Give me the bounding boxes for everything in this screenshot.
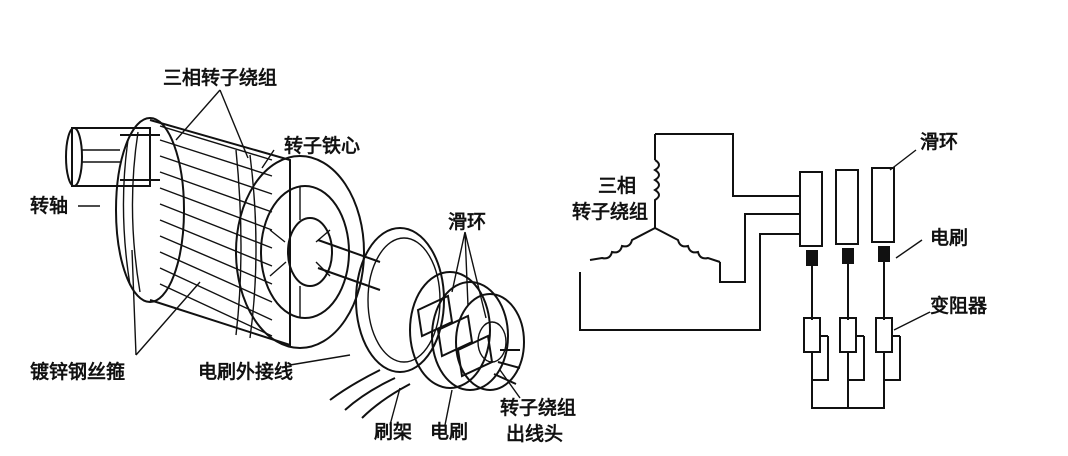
label-binding-wire: 镀锌钢丝箍 (30, 360, 125, 383)
brushes (806, 246, 890, 320)
label-rotor-core: 转子铁心 (284, 134, 360, 157)
star-winding (579, 133, 800, 331)
label-slip-ring-right: 滑环 (920, 131, 958, 153)
label-brush-right: 电刷 (930, 226, 968, 249)
slip-ring-assembly (329, 227, 525, 419)
label-brush-holder: 刷架 (374, 421, 412, 443)
slip-rings (799, 167, 895, 247)
label-three-phase: 三相 (598, 175, 636, 197)
label-winding-lead-2: 出线头 (506, 422, 563, 445)
shaft (65, 127, 160, 187)
right-leader-lines (889, 149, 931, 331)
rheostats (803, 317, 901, 409)
rotor-core (115, 117, 365, 349)
shaft-extension (317, 239, 381, 291)
label-rotor-winding: 三相转子绕组 (163, 66, 277, 89)
label-rotor-winding-right: 转子绕组 (572, 200, 648, 223)
circuit-schematic: 三相 转子绕组 滑环 电刷 变阻器 (572, 131, 988, 409)
rotor-end (269, 186, 331, 318)
label-brush-lead: 电刷外接线 (198, 360, 293, 383)
label-slip-ring-left: 滑环 (448, 211, 486, 233)
label-brush-left: 电刷 (430, 420, 468, 443)
rotor-illustration: 三相转子绕组 转子铁心 转轴 滑环 镀锌钢丝箍 电刷外接线 刷架 电刷 转子绕组… (30, 66, 576, 445)
label-rheostat: 变阻器 (930, 294, 988, 317)
label-winding-lead-1: 转子绕组 (500, 396, 576, 419)
left-leader-lines (78, 89, 521, 426)
label-shaft: 转轴 (30, 194, 68, 217)
